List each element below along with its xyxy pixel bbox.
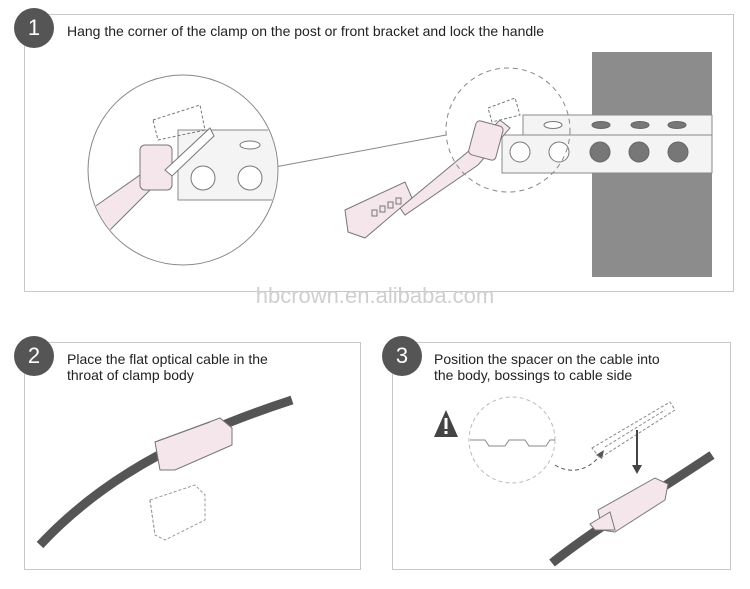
detail-dashed-circle bbox=[445, 67, 571, 193]
clamp-body bbox=[589, 477, 669, 533]
dashed-clamp-ghost bbox=[149, 484, 206, 541]
spacer bbox=[591, 401, 676, 459]
watermark: hbcrown.en.alibaba.com bbox=[255, 283, 495, 308]
warning-icon bbox=[434, 410, 458, 437]
step-2-badge: 2 bbox=[14, 336, 54, 376]
clamp bbox=[344, 97, 521, 239]
step-2-instruction-line2: throat of clamp body bbox=[67, 367, 194, 383]
step-1-instruction: Hang the corner of the clamp on the post… bbox=[67, 23, 545, 39]
step-3-instruction-line1: Position the spacer on the cable into bbox=[434, 351, 660, 367]
step-2-instruction-line1: Place the flat optical cable in the bbox=[67, 351, 268, 367]
step-3-panel bbox=[392, 342, 731, 570]
step-3-badge: 3 bbox=[382, 336, 422, 376]
detail-connector-line bbox=[274, 134, 447, 168]
clamp-body bbox=[154, 417, 233, 471]
step-3-instruction-line2: the body, bossings to cable side bbox=[434, 367, 633, 383]
zoomed-detail-circle bbox=[87, 74, 279, 266]
spacer-profile bbox=[470, 439, 555, 447]
step-1-badge: 1 bbox=[14, 8, 54, 48]
dashed-arrow bbox=[554, 454, 601, 471]
